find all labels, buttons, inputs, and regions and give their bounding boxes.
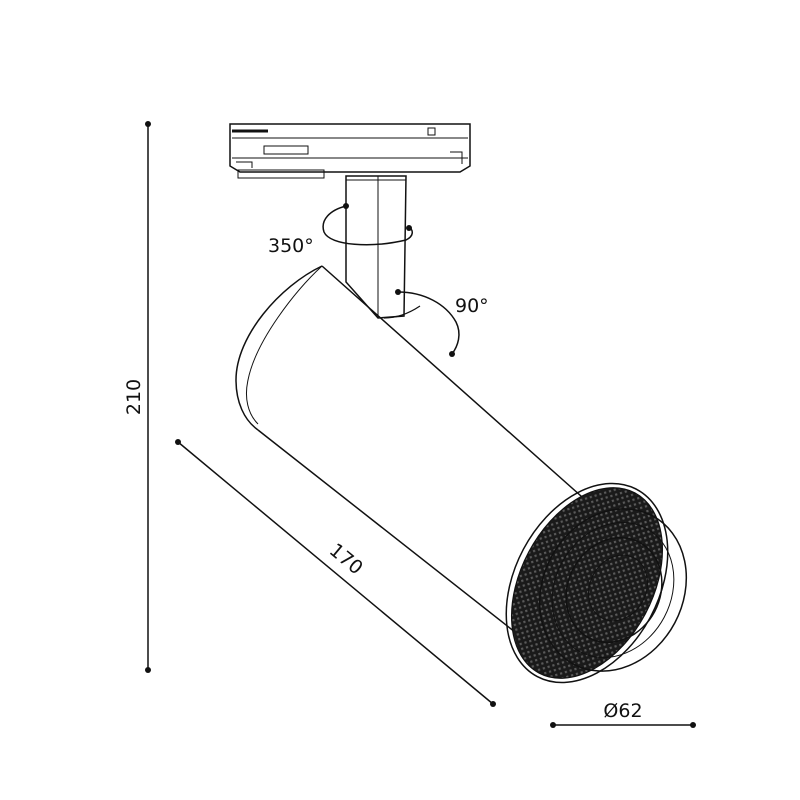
vertical-rotation-arc	[395, 289, 460, 357]
length-dimension-line	[175, 439, 496, 707]
track-adapter	[229, 123, 471, 179]
length-label: 170	[325, 539, 367, 579]
height-label: 210	[123, 379, 145, 415]
mounting-stem	[345, 175, 407, 319]
horizontal-rotation-label: 350°	[268, 235, 314, 257]
lamp-front	[505, 482, 688, 684]
height-dimension-line	[145, 121, 151, 673]
diameter-dimension-line	[550, 722, 696, 728]
vertical-rotation-label: 90°	[455, 295, 489, 317]
horizontal-rotation-arc	[322, 203, 413, 246]
diameter-label: Ø62	[603, 700, 642, 722]
